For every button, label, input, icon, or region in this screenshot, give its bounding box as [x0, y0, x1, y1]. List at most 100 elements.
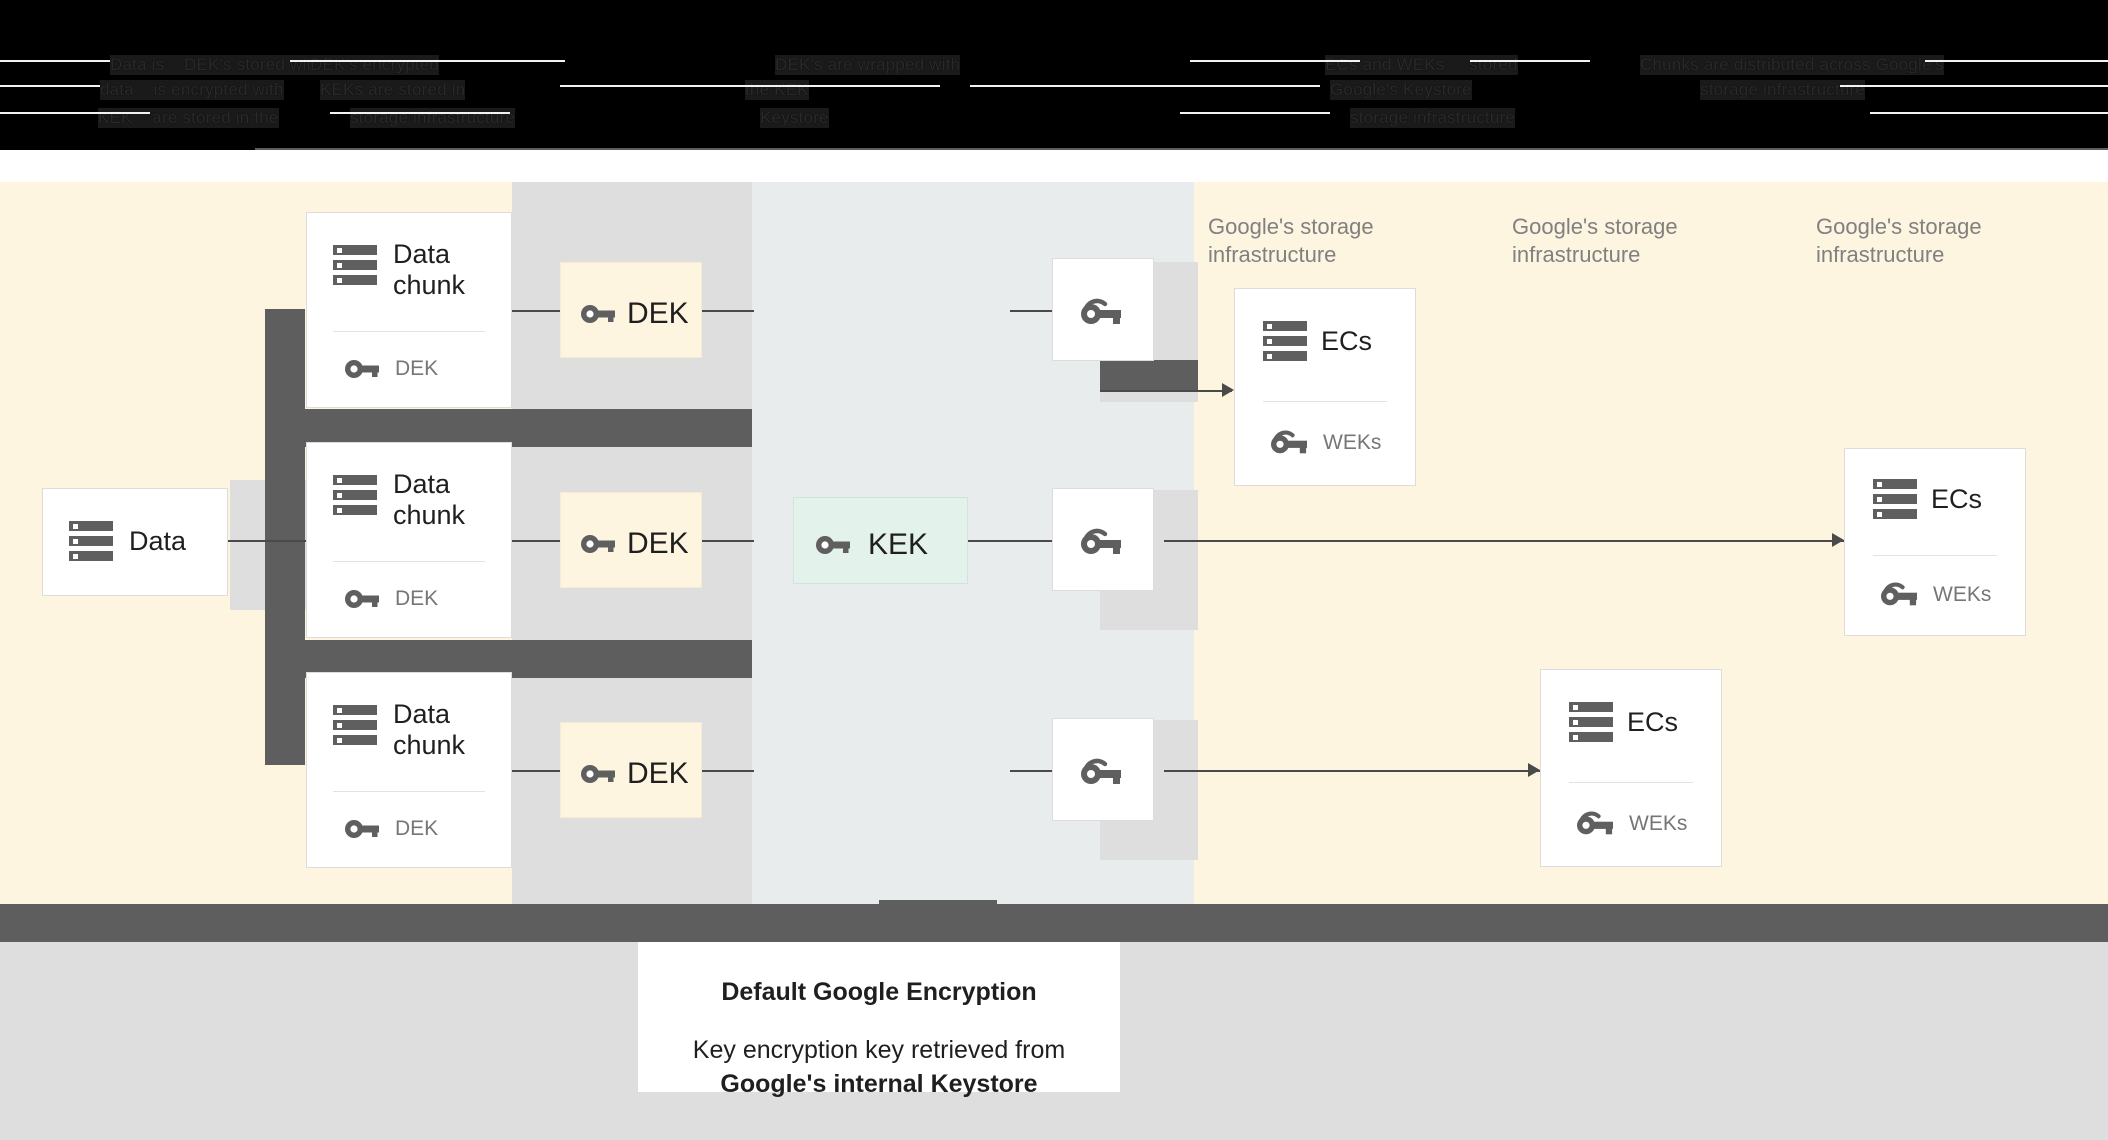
top-band-text: Chunks are distributed across Google's: [1640, 55, 1944, 75]
storage-icon: [1873, 479, 1917, 519]
top-band-text: KEK are stored in the: [98, 108, 279, 128]
bottom-dark-strip: [0, 904, 2108, 942]
connector-to-wek1: [1010, 310, 1052, 312]
ec-card-3[interactable]: ECs WEKs: [1844, 448, 2026, 636]
ec-card-title: ECs: [1931, 483, 1983, 514]
connector-chunk1-dek: [512, 310, 560, 312]
top-band-text: Google's Keystore: [1330, 80, 1472, 100]
top-band-text: DEK's are wrapped with: [775, 55, 961, 75]
occlusion-bar-wek1: [1100, 360, 1198, 390]
caption-title: Default Google Encryption: [721, 978, 1037, 1006]
card-divider: [1569, 782, 1693, 783]
occlusion-bar-vertical: [265, 309, 305, 765]
ec-card-title: ECs: [1321, 325, 1373, 356]
card-divider: [333, 561, 485, 562]
ec-card-key-label: WEKs: [1323, 430, 1382, 454]
wrapped-key-box-3[interactable]: [1052, 718, 1154, 821]
chunk-title: Data chunk: [393, 699, 466, 760]
arrowhead-ec3: [1832, 533, 1844, 547]
card-divider: [333, 791, 485, 792]
ec-card-2[interactable]: ECs WEKs: [1540, 669, 1722, 867]
top-band-text: Keystore: [760, 108, 829, 128]
storage-icon: [1263, 321, 1307, 361]
wrapped-key-icon: [1269, 429, 1309, 456]
chunk-key-label: DEK: [395, 817, 439, 840]
data-chunk-card-3[interactable]: Data chunk DEK: [306, 672, 512, 868]
connector-dek1-out: [702, 310, 754, 312]
storage-label-3: Google's storage infrastructure: [1816, 214, 1982, 267]
key-icon: [816, 534, 850, 556]
dek-box-label: DEK: [627, 297, 689, 330]
storage-label-2: Google's storage infrastructure: [1512, 214, 1678, 267]
arrowhead-ec1: [1222, 383, 1234, 397]
storage-icon: [333, 705, 377, 745]
storage-icon: [333, 475, 377, 515]
card-divider: [333, 331, 485, 332]
chunk-title: Data chunk: [393, 239, 466, 300]
wrapped-key-icon: [1575, 810, 1615, 837]
storage-icon: [333, 245, 377, 285]
data-card[interactable]: Data: [42, 488, 228, 596]
connector-data-to-chunks: [228, 540, 308, 542]
caption-body-line1: Key encryption key retrieved from: [692, 1036, 1066, 1064]
key-icon: [345, 358, 379, 380]
storage-icon: [69, 521, 113, 561]
obscured-top-text-band: Data is DEK's stored with DEK's encrypte…: [0, 0, 2108, 150]
chunk-key-label: DEK: [395, 587, 439, 610]
caption-box: Default Google Encryption Key encryption…: [638, 942, 1120, 1098]
dek-box-2[interactable]: DEK: [560, 492, 702, 588]
top-band-text: data is encrypted with: [100, 80, 284, 100]
top-band-text: storage infrastructure: [1350, 108, 1516, 128]
connector-to-wek3: [1010, 770, 1052, 772]
chunk-key-label: DEK: [395, 357, 439, 380]
dek-box-label: DEK: [627, 757, 689, 790]
kek-label: KEK: [868, 528, 929, 561]
top-band-text: Data is DEK's stored with: [110, 55, 322, 75]
connector-chunk2-dek: [512, 540, 560, 542]
key-icon: [581, 303, 615, 325]
wrapped-key-icon: [1079, 757, 1123, 787]
arrowhead-ec2: [1528, 763, 1540, 777]
chunk-title: Data chunk: [393, 469, 466, 530]
connector-dek3-out: [702, 770, 754, 772]
kek-box[interactable]: KEK: [793, 497, 968, 584]
key-icon: [345, 588, 379, 610]
connector-chunk3-dek: [512, 770, 560, 772]
ec-card-title: ECs: [1627, 706, 1679, 737]
connector-wek2-to-ec3: [1164, 540, 1844, 542]
occlusion-bar-h1: [265, 409, 752, 447]
wrapped-key-icon: [1079, 297, 1123, 327]
data-card-label: Data: [129, 525, 187, 556]
wrapped-key-box-1[interactable]: [1052, 258, 1154, 361]
data-chunk-card-1[interactable]: Data chunk DEK: [306, 212, 512, 408]
connector-wek1-to-ec1: [1100, 390, 1232, 392]
top-band-grey-edge: [255, 148, 2108, 150]
ec-card-key-label: WEKs: [1629, 811, 1688, 835]
top-band-text: the KEK: [745, 80, 809, 100]
key-icon: [581, 763, 615, 785]
top-band-text: KEKs are stored in: [320, 80, 466, 100]
caption-body-line2: Google's internal Keystore: [720, 1070, 1038, 1098]
dek-box-1[interactable]: DEK: [560, 262, 702, 358]
storage-label-1: Google's storage infrastructure: [1208, 214, 1374, 267]
connector-wek3-to-ec2: [1164, 770, 1540, 772]
card-divider: [1873, 555, 1997, 556]
wrapped-key-icon: [1879, 581, 1919, 608]
top-band-text: ECs and WEKs stored: [1325, 55, 1518, 75]
top-band-text: DEK's encrypted: [310, 55, 440, 75]
card-divider: [1263, 401, 1387, 402]
key-icon: [345, 818, 379, 840]
storage-icon: [1569, 702, 1613, 742]
connector-kek-to-wek: [968, 540, 1054, 542]
top-band-text: storage infrastructure: [1700, 80, 1866, 100]
ec-card-key-label: WEKs: [1933, 582, 1992, 606]
wrapped-key-box-2[interactable]: [1052, 488, 1154, 591]
dek-box-label: DEK: [627, 527, 689, 560]
occlusion-bar-h2: [265, 640, 752, 678]
data-chunk-card-2[interactable]: Data chunk DEK: [306, 442, 512, 638]
dek-box-3[interactable]: DEK: [560, 722, 702, 818]
wrapped-key-icon: [1079, 527, 1123, 557]
ec-card-1[interactable]: ECs WEKs: [1234, 288, 1416, 486]
key-icon: [581, 533, 615, 555]
